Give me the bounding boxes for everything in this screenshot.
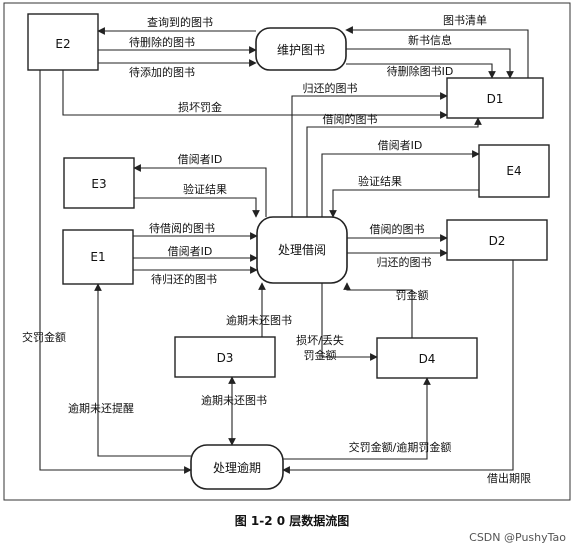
entity-e4-label: E4: [506, 164, 521, 178]
svg-text:查询到的图书: 查询到的图书: [147, 15, 213, 29]
flow-verify-result-e3: 验证结果: [134, 182, 260, 218]
process-maintain-books-label: 维护图书: [277, 43, 325, 57]
svg-text:借阅者ID: 借阅者ID: [168, 245, 213, 258]
process-handle-overdue: 处理逾期: [190, 444, 284, 490]
flow-returned-books-d1: 归还的图书: [291, 81, 448, 217]
svg-text:罚金额: 罚金额: [304, 348, 337, 362]
svg-text:罚金额: 罚金额: [396, 288, 429, 302]
flow-paid-and-overdue-fine: 交罚金额/逾期罚金额: [283, 377, 452, 460]
flow-overdue-unreturned-d3: 逾期未还图书: [226, 282, 292, 337]
entity-e1: E1: [62, 229, 134, 285]
flow-to-delete-books: 待删除的图书: [98, 35, 257, 54]
flow-new-book-info: 新书信息: [346, 33, 514, 79]
store-d3: D3: [174, 336, 276, 378]
svg-text:归还的图书: 归还的图书: [303, 81, 358, 95]
flow-borrowed-books-d1: 借阅的图书: [306, 112, 482, 217]
svg-text:借阅者ID: 借阅者ID: [378, 139, 423, 152]
svg-text:待删除图书ID: 待删除图书ID: [387, 64, 454, 78]
flow-to-borrow-books: 待借阅的图书: [133, 221, 258, 240]
svg-text:归还的图书: 归还的图书: [377, 255, 432, 269]
flow-damage-fine: 损坏罚金: [62, 70, 448, 119]
svg-text:待借阅的图书: 待借阅的图书: [149, 221, 215, 235]
entity-e2-label: E2: [55, 37, 70, 51]
svg-text:逾期未还图书: 逾期未还图书: [226, 313, 292, 327]
svg-text:验证结果: 验证结果: [183, 182, 227, 196]
flow-query-books: 查询到的图书: [97, 15, 256, 35]
svg-text:借阅的图书: 借阅的图书: [370, 222, 425, 236]
diagram-caption: 图 1-2 0 层数据流图: [235, 513, 350, 528]
svg-text:损坏/丢失: 损坏/丢失: [296, 333, 344, 347]
svg-text:借阅的图书: 借阅的图书: [323, 112, 378, 126]
process-handle-overdue-label: 处理逾期: [213, 460, 261, 475]
flow-borrowed-books-d2: 借阅的图书: [347, 222, 448, 242]
svg-text:损坏罚金: 损坏罚金: [178, 100, 222, 114]
svg-text:交罚金额/逾期罚金额: 交罚金额/逾期罚金额: [349, 440, 452, 454]
svg-text:待添加的图书: 待添加的图书: [129, 65, 195, 79]
svg-text:验证结果: 验证结果: [358, 174, 402, 188]
watermark: CSDN @PushyTao: [469, 531, 566, 544]
svg-text:借阅者ID: 借阅者ID: [178, 153, 223, 166]
flow-borrower-id-e3: 借阅者ID: [133, 153, 267, 217]
entity-e3-label: E3: [91, 177, 106, 191]
process-maintain-books: 维护图书: [255, 27, 347, 71]
entity-e3: E3: [63, 157, 135, 209]
flow-book-list: 图书清单: [345, 14, 529, 78]
flow-returned-books-d2: 归还的图书: [347, 249, 448, 269]
svg-text:交罚金额: 交罚金额: [22, 330, 66, 344]
flow-to-add-books: 待添加的图书: [98, 59, 257, 79]
store-d4: D4: [376, 337, 478, 379]
process-handle-borrowing: 处理借阅: [256, 216, 348, 284]
store-d1: D1: [446, 77, 544, 119]
svg-text:待归还的图书: 待归还的图书: [151, 272, 217, 286]
flow-borrower-id-e1: 借阅者ID: [133, 245, 258, 262]
svg-text:逾期未还图书: 逾期未还图书: [201, 393, 267, 407]
flow-to-return-books: 待归还的图书: [133, 266, 258, 286]
entity-e4: E4: [478, 144, 550, 198]
svg-text:借出期限: 借出期限: [487, 471, 531, 485]
flow-verify-result-e4: 验证结果: [329, 174, 479, 218]
entity-e1-label: E1: [90, 250, 105, 264]
store-d2: D2: [446, 219, 548, 261]
diagram-frame: [3, 2, 571, 501]
flow-borrow-deadline: 借出期限: [282, 260, 531, 485]
flow-overdue-unreturned-overdue: 逾期未还图书: [201, 376, 267, 446]
flow-damage-lost-fine: 损坏/丢失 罚金额: [296, 283, 378, 362]
store-d4-label: D4: [419, 352, 436, 366]
store-d2-label: D2: [489, 234, 506, 248]
svg-text:逾期未还提醒: 逾期未还提醒: [68, 401, 134, 415]
flow-fine-amount: 罚金额: [343, 282, 429, 338]
svg-text:待删除的图书: 待删除的图书: [129, 35, 195, 49]
flow-to-delete-book-id: 待删除图书ID: [346, 63, 496, 79]
flow-paid-fine: 交罚金额: [22, 70, 192, 474]
svg-text:新书信息: 新书信息: [408, 33, 452, 47]
entity-e2: E2: [27, 13, 99, 71]
process-handle-borrowing-label: 处理借阅: [278, 243, 326, 257]
flow-borrower-id-e4: 借阅者ID: [321, 139, 480, 217]
flow-overdue-reminder: 逾期未还提醒: [68, 283, 191, 457]
store-d1-label: D1: [487, 92, 504, 106]
store-d3-label: D3: [217, 351, 234, 365]
svg-text:图书清单: 图书清单: [443, 14, 487, 27]
